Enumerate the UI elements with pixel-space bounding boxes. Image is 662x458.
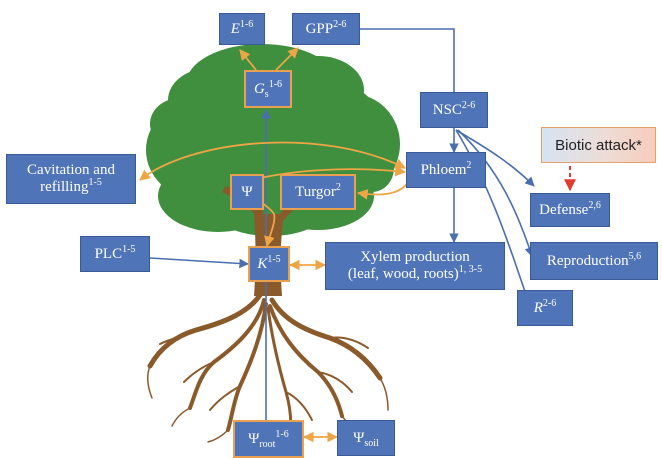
node-nsc: NSC2-6 xyxy=(420,92,488,128)
node-psi-root: Ψroot1-6 xyxy=(233,420,304,458)
tree-roots xyxy=(147,289,389,443)
node-k: K1-5 xyxy=(248,246,290,282)
node-r: R2-6 xyxy=(517,290,573,326)
node-gs: Gs1-6 xyxy=(244,70,292,108)
node-turgor: Turgor2 xyxy=(280,174,356,210)
node-psi-soil: Ψsoil xyxy=(337,420,395,456)
node-cavitation-refilling: Cavitation and refilling1-5 xyxy=(6,154,136,204)
node-gpp: GPP2-6 xyxy=(292,13,360,45)
node-reproduction: Reproduction5,6 xyxy=(530,242,658,280)
node-e: E1-6 xyxy=(219,13,265,45)
node-biotic-attack: Biotic attack* xyxy=(541,127,656,163)
node-xylem-production: Xylem production (leaf, wood, roots)1, 3… xyxy=(325,242,505,290)
node-phloem: Phloem2 xyxy=(406,152,486,188)
node-psi: Ψ xyxy=(230,174,264,210)
node-defense: Defense2,6 xyxy=(530,193,610,227)
node-plc: PLC1-5 xyxy=(80,236,150,272)
